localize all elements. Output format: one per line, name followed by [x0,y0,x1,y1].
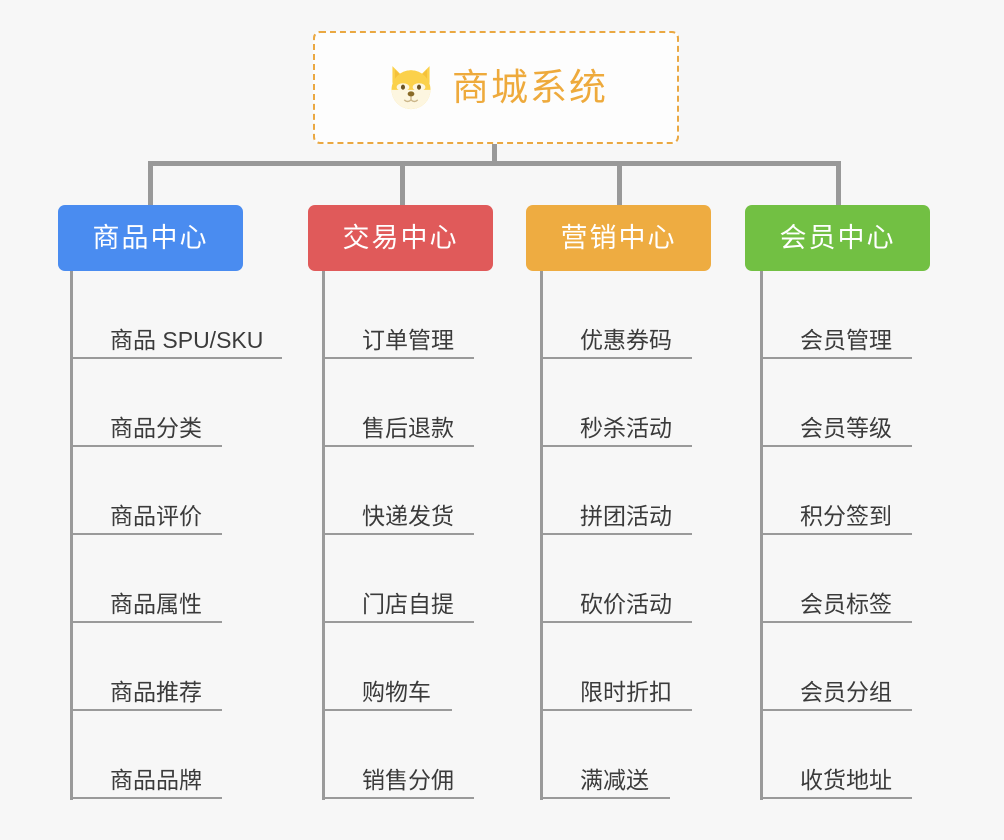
category-label: 交易中心 [342,222,459,253]
list-item[interactable]: 会员等级 [760,359,990,447]
list-item[interactable]: 砍价活动 [540,535,770,623]
list-item[interactable]: 门店自提 [322,535,552,623]
item-underline [540,709,692,711]
list-item[interactable]: 满减送 [540,711,770,799]
item-label: 收货地址 [800,766,892,793]
item-underline [540,797,670,799]
item-underline [540,357,692,359]
item-label: 会员管理 [800,326,892,353]
item-underline [760,357,912,359]
item-label: 商品品牌 [110,766,202,793]
list-item[interactable]: 商品评价 [70,447,300,535]
item-label: 秒杀活动 [580,414,672,441]
category-box-marketing-center[interactable]: 营销中心 [526,205,711,271]
shiba-dog-face-icon [391,65,431,109]
item-label: 满减送 [580,766,649,793]
list-item[interactable]: 购物车 [322,623,552,711]
item-column-marketing-center: 优惠券码秒杀活动拼团活动砍价活动限时折扣满减送 [540,271,770,800]
list-item[interactable]: 商品 SPU/SKU [70,271,300,359]
item-label: 会员分组 [800,678,892,705]
list-item[interactable]: 快递发货 [322,447,552,535]
category-label: 商品中心 [92,222,209,253]
list-item[interactable]: 商品品牌 [70,711,300,799]
list-item[interactable]: 售后退款 [322,359,552,447]
item-underline [70,709,222,711]
item-label: 商品分类 [110,414,202,441]
category-box-product-center[interactable]: 商品中心 [58,205,243,271]
list-item[interactable]: 会员管理 [760,271,990,359]
item-label: 积分签到 [800,502,892,529]
item-label: 商品推荐 [110,678,202,705]
connector-root-stem [492,144,497,165]
connector-drop-member-center [836,161,841,205]
item-column-trade-center: 订单管理售后退款快递发货门店自提购物车销售分佣 [322,271,552,800]
item-underline [322,797,474,799]
list-item[interactable]: 商品属性 [70,535,300,623]
item-label: 优惠券码 [580,326,672,353]
item-underline [760,621,912,623]
connector-drop-product-center [148,161,153,205]
item-label: 会员标签 [800,590,892,617]
column-rail [760,271,763,800]
list-item[interactable]: 积分签到 [760,447,990,535]
list-item[interactable]: 订单管理 [322,271,552,359]
connector-drop-trade-center [400,161,405,205]
item-underline [322,357,474,359]
item-underline [70,445,222,447]
item-label: 商品属性 [110,590,202,617]
list-item[interactable]: 会员分组 [760,623,990,711]
item-label: 售后退款 [362,414,454,441]
item-label: 砍价活动 [580,590,672,617]
item-label: 门店自提 [362,590,454,617]
category-box-member-center[interactable]: 会员中心 [745,205,930,271]
column-rail [70,271,73,800]
list-item[interactable]: 销售分佣 [322,711,552,799]
list-item[interactable]: 商品分类 [70,359,300,447]
category-label: 会员中心 [779,222,896,253]
item-label: 商品评价 [110,502,202,529]
item-underline [70,533,222,535]
list-item[interactable]: 秒杀活动 [540,359,770,447]
item-underline [760,709,912,711]
category-label: 营销中心 [560,222,677,253]
item-label: 限时折扣 [580,678,672,705]
list-item[interactable]: 限时折扣 [540,623,770,711]
item-label: 拼团活动 [580,502,672,529]
item-underline [322,709,452,711]
item-underline [322,621,474,623]
item-column-member-center: 会员管理会员等级积分签到会员标签会员分组收货地址 [760,271,990,800]
item-underline [70,621,222,623]
item-underline [70,797,222,799]
item-underline [322,533,474,535]
item-underline [70,357,282,359]
item-label: 销售分佣 [362,766,454,793]
connector-drop-marketing-center [617,161,622,205]
root-node-mall-system[interactable]: 商城系统 [313,31,679,144]
item-column-product-center: 商品 SPU/SKU 商品分类商品评价商品属性商品推荐商品品牌 [70,271,300,800]
item-underline [760,533,912,535]
item-underline [540,445,692,447]
list-item[interactable]: 拼团活动 [540,447,770,535]
root-node-label: 商城系统 [452,67,608,108]
item-underline [760,797,912,799]
item-underline [540,621,692,623]
category-box-trade-center[interactable]: 交易中心 [308,205,493,271]
item-label: 快递发货 [362,502,454,529]
list-item[interactable]: 商品推荐 [70,623,300,711]
list-item[interactable]: 会员标签 [760,535,990,623]
item-label: 商品 SPU/SKU [110,326,264,353]
item-label: 订单管理 [362,326,454,353]
item-underline [760,445,912,447]
connector-horizontal-bus [148,161,841,166]
item-label: 购物车 [362,678,431,705]
item-label: 会员等级 [800,414,892,441]
column-rail [322,271,325,800]
list-item[interactable]: 优惠券码 [540,271,770,359]
item-underline [322,445,474,447]
column-rail [540,271,543,800]
list-item[interactable]: 收货地址 [760,711,990,799]
item-underline [540,533,692,535]
